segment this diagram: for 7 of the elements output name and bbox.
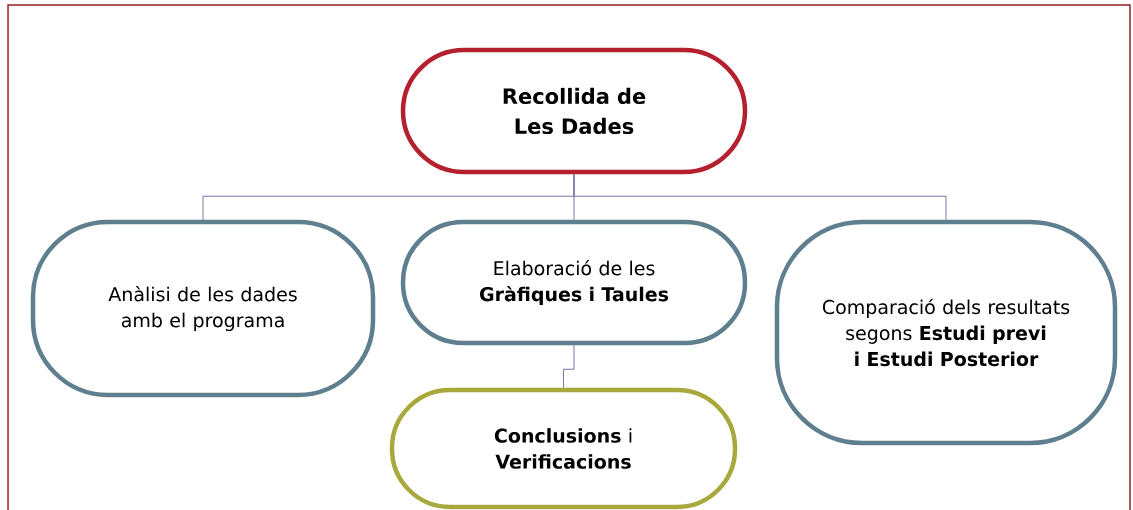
rounded-box: Recollida de Les Dades [400,47,748,175]
rounded-box: Conclusions i Verificacions [389,387,738,510]
connector-line [563,344,575,389]
rounded-box: Comparació dels resultats segons Estudi previ i Estudi Posterior [774,219,1118,446]
connector-line [573,173,947,221]
rounded-box: Elaboració de les Gràfiques i Taules [400,219,748,346]
rounded-box: Anàlisi de les dades amb el programa [30,219,376,398]
